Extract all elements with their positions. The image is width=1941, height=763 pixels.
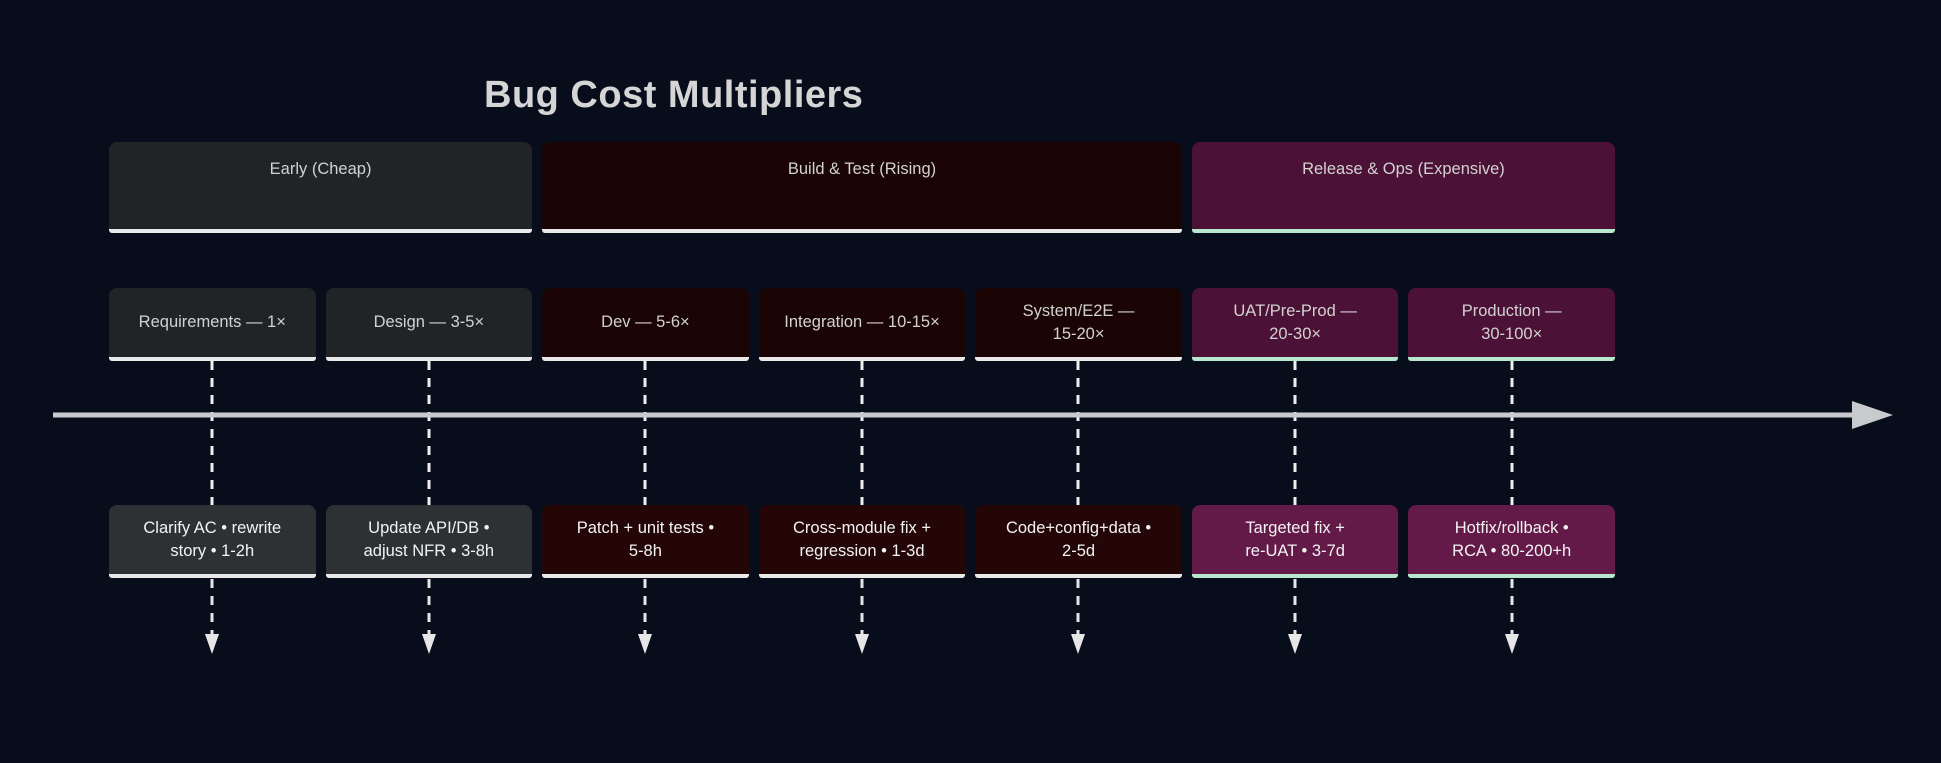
- diagram-title: Bug Cost Multipliers: [484, 74, 864, 116]
- action-box-targeted-fix: Targeted fix + re-UAT • 3-7d: [1191, 505, 1399, 578]
- phase-header-early: Early (Cheap): [109, 142, 533, 233]
- stage-box-dev: Dev — 5-6×: [542, 288, 749, 361]
- down-arrowhead-icon: [205, 634, 219, 654]
- action-box-patch-unit-tests: Patch + unit tests • 5-8h: [542, 505, 749, 578]
- stage-box-integration: Integration — 10-15×: [758, 288, 966, 361]
- action-box-code-config-data: Code+config+data • 2-5d: [975, 505, 1182, 578]
- action-box-hotfix-rollback: Hotfix/rollback • RCA • 80-200+h: [1408, 505, 1615, 578]
- down-arrowhead-icon: [1505, 634, 1519, 654]
- timeline-arrow: [53, 401, 1893, 429]
- timeline-arrowhead-icon: [1852, 401, 1893, 429]
- action-box-cross-module-fix: Cross-module fix + regression • 1-3d: [758, 505, 966, 578]
- stage-row: Requirements — 1× Design — 3-5× Dev — 5-…: [109, 288, 1615, 361]
- stage-box-production: Production — 30-100×: [1408, 288, 1615, 361]
- action-box-update-api-db: Update API/DB • adjust NFR • 3-8h: [325, 505, 533, 578]
- down-arrowhead-icon: [855, 634, 869, 654]
- stage-box-system-e2e: System/E2E — 15-20×: [975, 288, 1182, 361]
- action-row: Clarify AC • rewrite story • 1-2h Update…: [109, 505, 1615, 578]
- stage-box-uat-preprod: UAT/Pre-Prod — 20-30×: [1191, 288, 1399, 361]
- stage-box-requirements: Requirements — 1×: [109, 288, 316, 361]
- down-arrowhead-icon: [1288, 634, 1302, 654]
- phase-header-row: Early (Cheap) Build & Test (Rising) Rele…: [109, 142, 1615, 233]
- down-arrowhead-icon: [422, 634, 436, 654]
- action-box-clarify-ac: Clarify AC • rewrite story • 1-2h: [109, 505, 316, 578]
- stage-box-design: Design — 3-5×: [325, 288, 533, 361]
- down-arrowhead-icon: [638, 634, 652, 654]
- stage-to-action-connectors: [210, 361, 1514, 505]
- down-arrowhead-icon: [1071, 634, 1085, 654]
- phase-header-build-test: Build & Test (Rising): [542, 142, 1182, 233]
- phase-header-release-ops: Release & Ops (Expensive): [1191, 142, 1615, 233]
- action-down-arrows: [205, 579, 1519, 654]
